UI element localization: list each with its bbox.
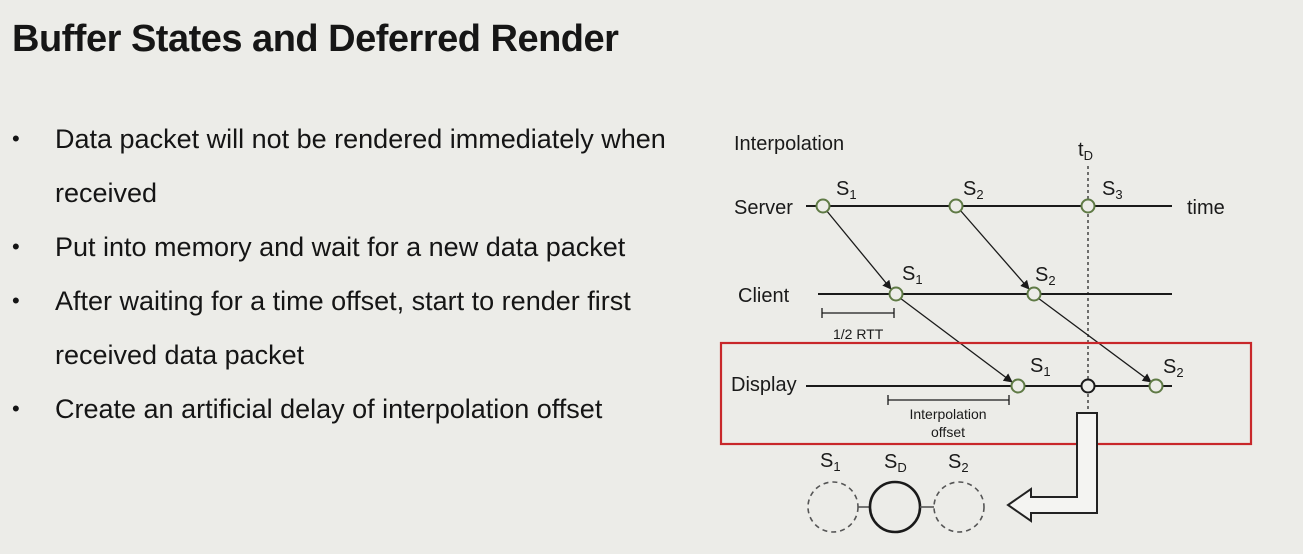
display-sample-s1 [1010, 378, 1026, 394]
server-sample-s3 [1080, 198, 1096, 214]
bullet-text: Put into memory and wait for a new data … [55, 232, 626, 262]
bullet-symbol: • [12, 126, 20, 151]
time-label: time [1187, 197, 1225, 219]
bent-arrow-icon [1006, 412, 1098, 523]
bottom-state-s1 [807, 481, 859, 533]
server-s2-label: S2 [963, 178, 984, 202]
bottom-s2-label: S2 [948, 451, 969, 475]
bullet-text: After waiting for a time offset, start t… [55, 286, 631, 370]
display-label: Display [731, 374, 797, 396]
client-sample-s1 [888, 286, 904, 302]
bottom-sd-label: SD [884, 451, 907, 475]
client-label: Client [738, 285, 790, 307]
bullet-symbol: • [12, 396, 20, 421]
bullet-item: • Create an artificial delay of interpola… [12, 382, 712, 436]
arrow-s2-server-to-client [959, 209, 1030, 290]
diagram-heading: Interpolation [734, 133, 844, 155]
bullet-symbol: • [12, 288, 20, 313]
slide-title: Buffer States and Deferred Render [12, 18, 619, 60]
display-highlight-box [719, 341, 1253, 446]
display-sample-sd [1080, 378, 1096, 394]
client-sample-s2 [1026, 286, 1042, 302]
display-sample-s2 [1148, 378, 1164, 394]
display-s2-label: S2 [1163, 356, 1184, 380]
server-label: Server [734, 197, 793, 219]
server-sample-s1 [815, 198, 831, 214]
bullet-text: Create an artificial delay of interpolat… [55, 394, 603, 424]
arrow-s1-client-to-display [899, 297, 1013, 383]
arrow-s1-server-to-client [825, 209, 892, 290]
server-s3-label: S3 [1102, 178, 1123, 202]
server-s1-label: S1 [836, 178, 857, 202]
rtt-label: 1/2 RTT [833, 326, 884, 342]
offset-label-line2: offset [931, 424, 965, 440]
arrow-s2-client-to-display [1037, 297, 1152, 383]
bottom-state-s2 [933, 481, 985, 533]
display-s1-label: S1 [1030, 355, 1051, 379]
server-sample-s2 [948, 198, 964, 214]
client-s1-label: S1 [902, 263, 923, 287]
bullet-item: • After waiting for a time offset, start … [12, 274, 712, 382]
bottom-state-sd [868, 480, 922, 534]
bullet-text: Data packet will not be rendered immedia… [55, 124, 666, 208]
client-s2-label: S2 [1035, 264, 1056, 288]
offset-label-line1: Interpolation [909, 406, 986, 422]
bullet-list: • Data packet will not be rendered immedi… [12, 112, 712, 436]
bottom-s1-label: S1 [820, 450, 841, 474]
bullet-item: • Data packet will not be rendered immedi… [12, 112, 712, 220]
bullet-symbol: • [12, 234, 20, 259]
td-label: tD [1078, 139, 1093, 163]
bullet-item: • Put into memory and wait for a new data… [12, 220, 712, 274]
